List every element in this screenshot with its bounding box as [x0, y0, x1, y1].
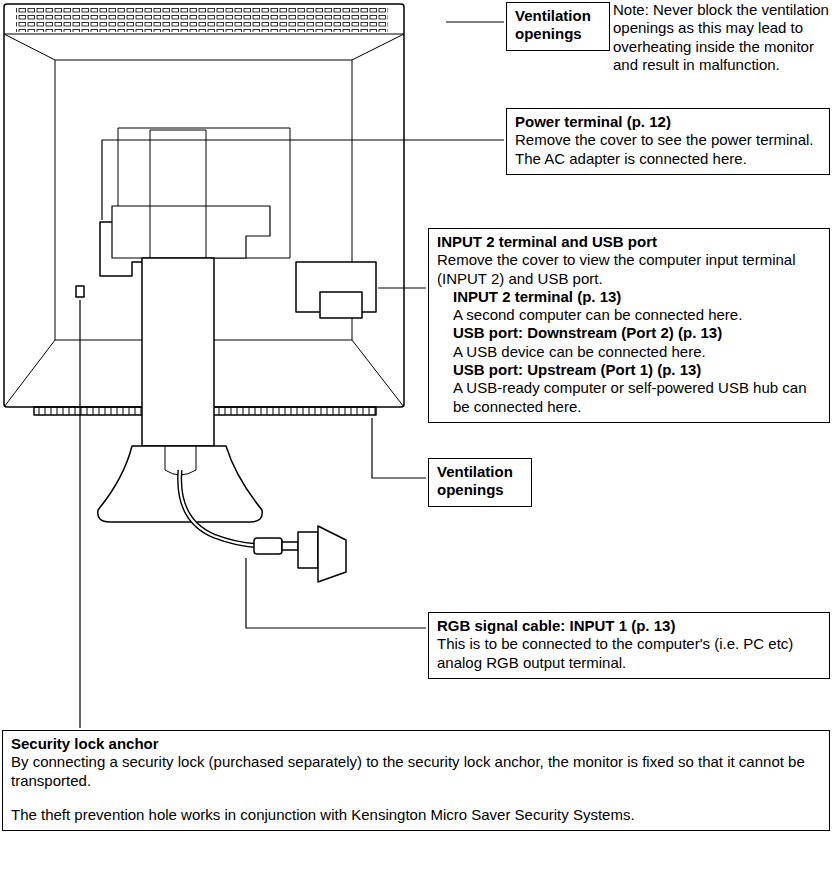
callout-box: INPUT 2 terminal and USB portRemove the … [428, 228, 830, 423]
callout-text: A USB device can be connected here. [437, 343, 821, 361]
callout-heading: Power terminal (p. 12) [515, 113, 821, 131]
callout-heading: USB port: Downstream (Port 2) (p. 13) [437, 324, 821, 342]
callout-text: Remove the cover to view the computer in… [437, 251, 821, 288]
note-text: Note: Never block the ventilation openin… [613, 1, 829, 74]
callout-text: By connecting a security lock (purchased… [11, 753, 821, 790]
callout-heading: INPUT 2 terminal and USB port [437, 233, 821, 251]
callout-box: Ventilation openings [506, 2, 610, 51]
callout-text: The theft prevention hole works in conju… [11, 806, 821, 824]
callout-heading: RGB signal cable: INPUT 1 (p. 13) [437, 617, 821, 635]
callout-heading: Ventilation openings [515, 7, 601, 44]
callout-box: Power terminal (p. 12)Remove the cover t… [506, 108, 830, 175]
callout-box: RGB signal cable: INPUT 1 (p. 13)This is… [428, 612, 830, 679]
callout-heading: INPUT 2 terminal (p. 13) [437, 288, 821, 306]
callout-heading: Security lock anchor [11, 735, 821, 753]
callout-box: Security lock anchorBy connecting a secu… [2, 730, 830, 831]
callout-box: Ventilation openings [428, 458, 532, 507]
callout-text: This is to be connected to the computer'… [437, 635, 821, 672]
callout-text: A USB-ready computer or self-powered USB… [437, 379, 821, 416]
callout-heading: Ventilation openings [437, 463, 523, 500]
callout-text: Remove the cover to see the power termin… [515, 131, 821, 168]
callout-text: A second computer can be connected here. [437, 306, 821, 324]
callout-heading: USB port: Upstream (Port 1) (p. 13) [437, 361, 821, 379]
